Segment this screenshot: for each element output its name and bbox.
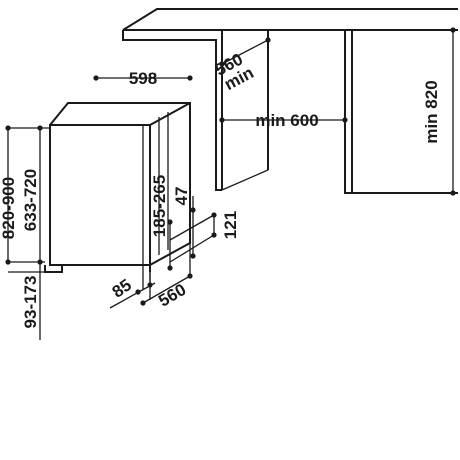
niche-floor-line: [221, 169, 269, 191]
dishwasher-top-edge: [49, 102, 191, 266]
front-offset-label: 85: [109, 275, 135, 301]
dimension-lines: [5, 27, 456, 340]
dishwasher-top-front-corner: [149, 102, 191, 126]
niche-left-wall: [122, 30, 222, 191]
dishwasher-body: [44, 102, 191, 273]
right-cabinet-side: [344, 30, 458, 194]
depth-label: 560: [155, 280, 189, 311]
dishwasher-front-panel: [49, 124, 151, 266]
dimension-labels: 598 560 min min 600 min 820 820-900 633-…: [0, 47, 441, 329]
countertop-top-edge: [122, 8, 458, 31]
cabinet-width-label: min 600: [255, 111, 318, 130]
height-range-label: 820-900: [0, 177, 18, 239]
width-label: 598: [129, 69, 157, 88]
plinth-depth-label: 47: [172, 187, 191, 206]
foot-range-label: 93-173: [21, 276, 40, 329]
door-gap-label: 185-265: [150, 175, 169, 237]
cabinet-height-label: min 820: [422, 80, 441, 143]
recess-depth-label: 560 min: [212, 47, 258, 94]
body-height-range-label: 633-720: [21, 169, 40, 231]
dishwasher-front-foot: [44, 265, 63, 273]
kitchen-niche: [122, 8, 458, 194]
plinth-height-label: 121: [221, 211, 240, 239]
